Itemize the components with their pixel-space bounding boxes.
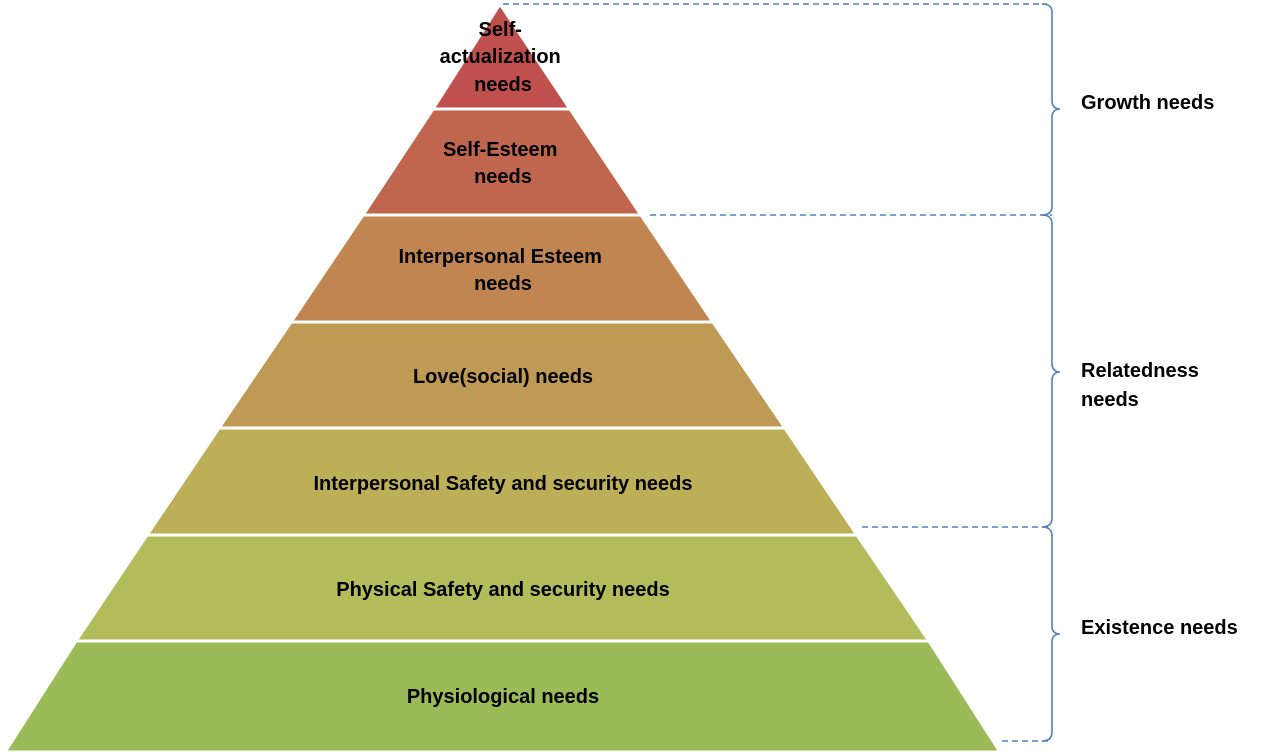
group-brackets [1041,3,1061,742]
layer-interpersonal-esteem-label: Interpersonal Esteem needs [399,246,608,295]
group-growth-label: Growth needs [1081,92,1214,114]
layer-interpersonal-safety-label: Interpersonal Safety and security needs [313,473,692,495]
pyramid-labels: Self- actualization needs Self-Esteem ne… [313,19,692,708]
layer-physical-safety-label: Physical Safety and security needs [336,579,670,601]
layer-physiological-shape [3,639,1002,752]
bracket-growth [1041,3,1061,216]
bracket-existence [1041,526,1061,742]
group-labels: Growth needs Relatedness needs Existence… [1081,92,1238,639]
group-existence-label: Existence needs [1081,617,1238,639]
bracket-relatedness [1041,214,1061,528]
layer-self-esteem-label: Self-Esteem needs [443,139,563,188]
pyramid [3,1,1002,752]
layer-interpersonal-esteem-shape [288,213,716,324]
layer-love-social-label: Love(social) needs [413,366,593,388]
group-relatedness-label: Relatedness needs [1081,360,1204,411]
layer-self-esteem-shape [360,107,644,217]
layer-self-actualization-label: Self- actualization needs [440,19,567,96]
layer-physiological-label: Physiological needs [407,686,599,708]
